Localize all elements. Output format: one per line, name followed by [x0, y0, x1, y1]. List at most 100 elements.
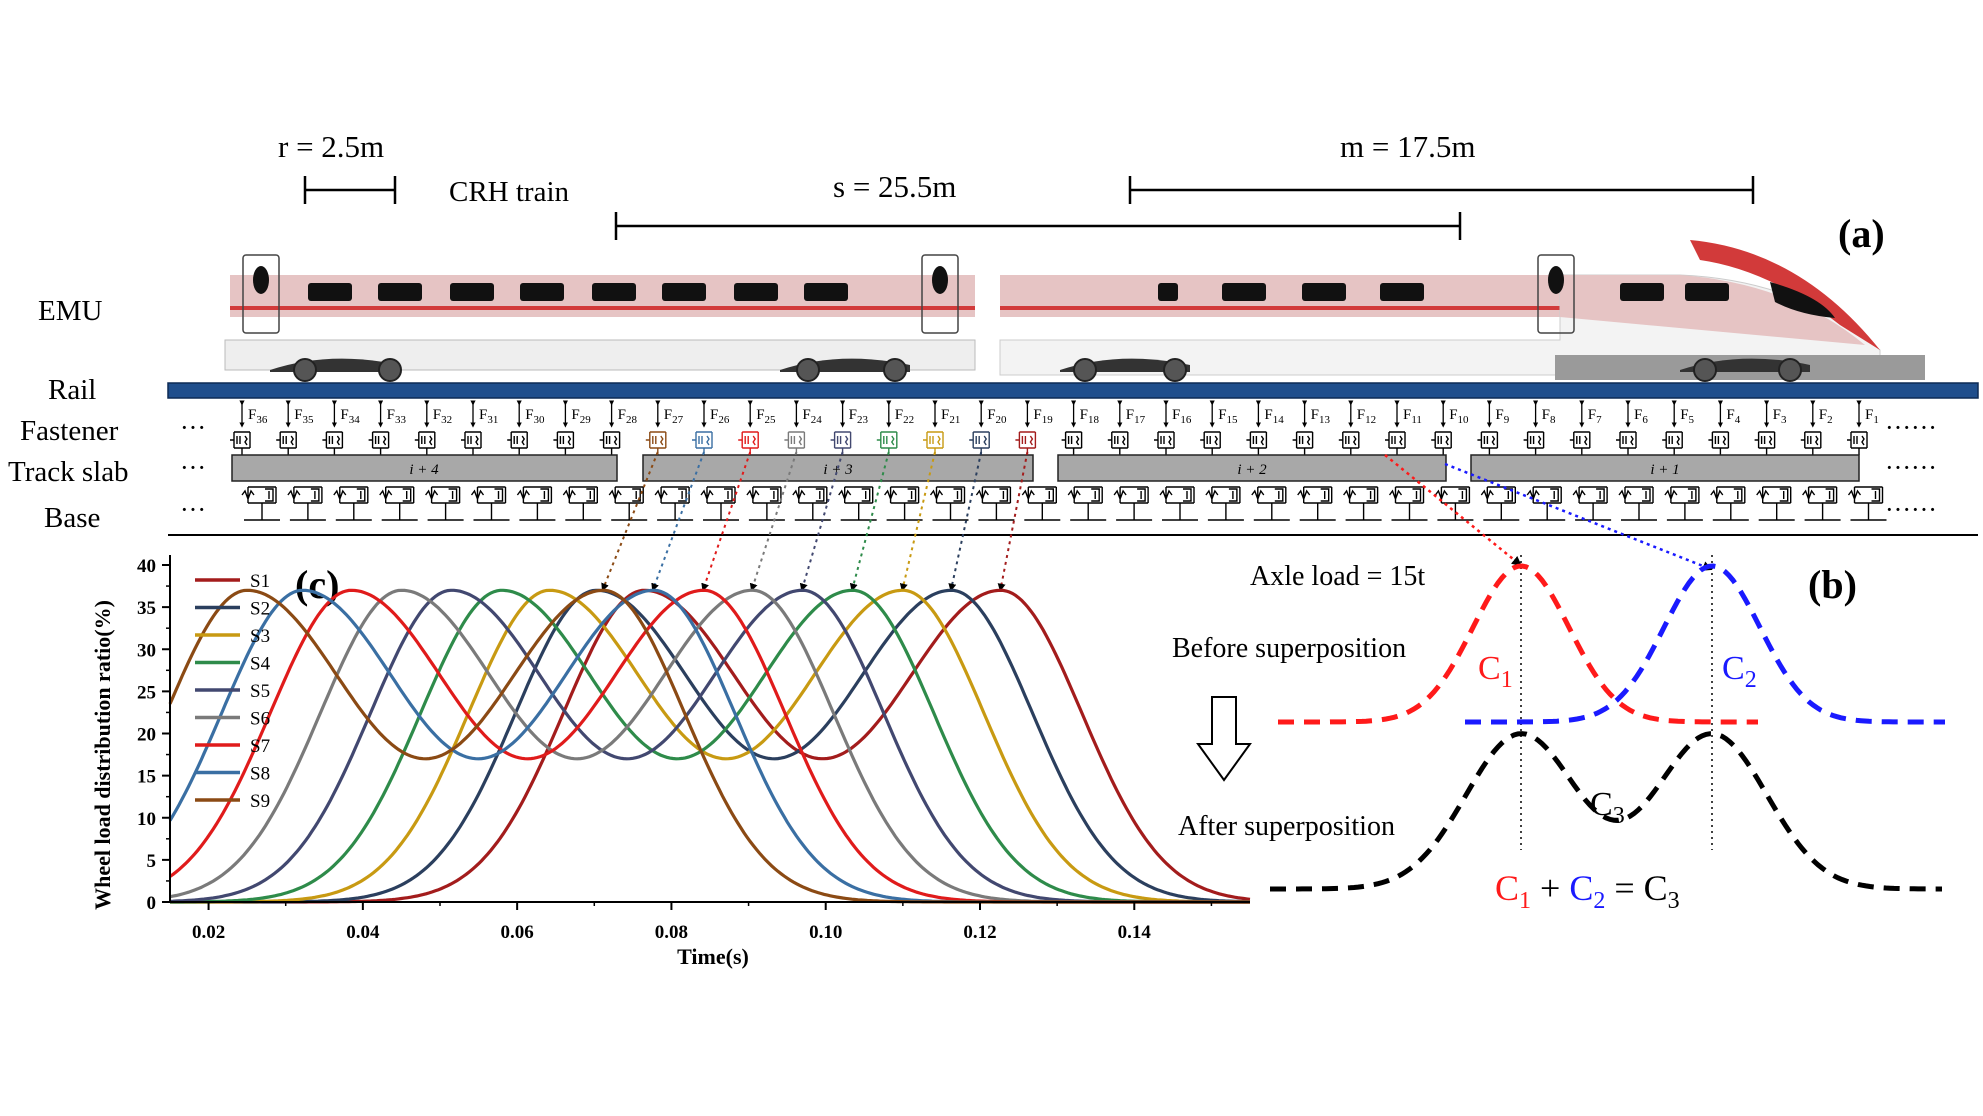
base-spring-icon — [1343, 486, 1382, 521]
chart-xlabel: Time(s) — [677, 944, 749, 969]
connector-arrow — [899, 451, 936, 592]
connector-layer — [601, 451, 1713, 592]
fastener-label: F4 — [1726, 407, 1740, 426]
fastener-label: F7 — [1588, 407, 1602, 426]
slab-label-i3: i + 3 — [823, 462, 852, 478]
base-spring-icon — [1434, 486, 1474, 521]
fastener-label: F23 — [849, 407, 869, 426]
y-tick-label: 20 — [137, 725, 156, 746]
down-arrow-icon — [1196, 696, 1252, 782]
fastener-spring-icon — [1477, 431, 1499, 455]
connector-arrow — [749, 451, 798, 592]
right-ellipsis-slab: ······ — [1885, 453, 1937, 482]
fastener-label: F5 — [1680, 407, 1694, 426]
fastener-spring-icon — [322, 431, 344, 455]
fastener-label: F31 — [479, 407, 498, 426]
legend-label: S7 — [250, 736, 270, 757]
legend-label: S3 — [250, 626, 270, 647]
base-spring-icon — [1480, 486, 1520, 521]
fastener-spring-icon — [1015, 431, 1037, 455]
superposition-equation: C1 + C2 = C3 — [1495, 868, 1680, 914]
base-spring-icon — [1664, 486, 1703, 521]
fastener-spring-icon — [368, 431, 390, 455]
fastener-label: F3 — [1773, 407, 1787, 426]
base-spring-icon — [608, 486, 648, 521]
dimension-s: s = 25.5m — [614, 169, 1462, 240]
row-label-emu: EMU — [38, 295, 103, 327]
fastener-spring-icon — [1708, 431, 1730, 455]
connector-arrow — [601, 451, 659, 592]
legend-label: S1 — [250, 571, 270, 592]
series-line-s2 — [170, 588, 1251, 904]
fastener-spring-icon — [599, 431, 621, 455]
fastener-spring-icon — [461, 431, 482, 455]
fastener-spring-icon — [1292, 431, 1314, 455]
fastener-spring-icon — [1338, 431, 1360, 455]
fastener-label: F30 — [525, 407, 545, 426]
legend-label: S8 — [250, 764, 270, 785]
x-tick-label: 0.14 — [1118, 922, 1152, 943]
row-label-rail: Rail — [48, 374, 96, 406]
connector-arrow — [799, 451, 844, 592]
base-spring-icon — [1618, 486, 1657, 521]
base-spring-icon — [1297, 486, 1336, 521]
fastener-label: F9 — [1495, 407, 1509, 426]
y-tick-label: 30 — [137, 640, 156, 661]
fastener-label: F28 — [618, 407, 638, 426]
slab-label-i4: i + 4 — [409, 462, 439, 478]
dimension-m: m = 17.5m — [1128, 129, 1755, 204]
fastener-label: F20 — [987, 407, 1007, 426]
base-spring-icon — [1802, 486, 1841, 521]
fastener-spring-icon — [1061, 431, 1083, 455]
fastener-label: F2 — [1819, 407, 1833, 426]
base-spring-icon — [1572, 486, 1612, 521]
fastener-label: F32 — [433, 407, 452, 426]
base-spring-icon — [333, 486, 372, 521]
base-spring-icon — [1021, 486, 1061, 521]
x-tick-label: 0.02 — [192, 922, 225, 943]
y-tick-label: 0 — [147, 893, 157, 914]
fastener-label: F21 — [941, 407, 960, 426]
x-tick-label: 0.08 — [655, 922, 688, 943]
axle-load-label: Axle load = 15t — [1250, 561, 1425, 592]
fastener-label: F10 — [1449, 407, 1469, 426]
base-spring-icon — [562, 486, 602, 521]
base-spring-icon — [746, 486, 785, 521]
fastener-label: F6 — [1634, 407, 1648, 426]
fastener-label: F12 — [1357, 407, 1376, 426]
right-ellipsis-base: ······ — [1885, 495, 1937, 524]
legend-label: S6 — [250, 709, 270, 730]
fastener-spring-icon — [1246, 431, 1268, 455]
fastener-spring-icon — [692, 431, 713, 455]
fastener-spring-icon — [1569, 431, 1591, 455]
left-ellipsis-fastener: ··· — [180, 413, 206, 442]
fastener-label: F25 — [756, 407, 776, 426]
legend-label: S5 — [250, 681, 270, 702]
fastener-spring-icon — [645, 431, 667, 455]
fastener-spring-icon — [1662, 431, 1683, 455]
base-spring-icon — [425, 486, 464, 521]
fastener-spring-icon — [969, 431, 990, 455]
row-label-fastener: Fastener — [20, 415, 119, 447]
x-tick-label: 0.12 — [963, 922, 996, 943]
fastener-spring-icon — [1385, 431, 1406, 455]
base-spring-icon — [792, 486, 831, 521]
c3-label: C3 — [1590, 786, 1625, 829]
before-superposition-label: Before superposition — [1172, 633, 1406, 664]
series-line-s3 — [170, 588, 1250, 904]
curve-c2 — [1465, 563, 1945, 725]
fastener-label: F24 — [802, 407, 822, 426]
connector-to-c2 — [1444, 462, 1713, 571]
fastener-label: F27 — [664, 407, 684, 426]
panel-label-b: (b) — [1808, 562, 1857, 607]
c2-label: C2 — [1722, 650, 1757, 693]
fastener-label: F33 — [387, 407, 407, 426]
x-tick-label: 0.04 — [346, 922, 380, 943]
fastener-spring-icon — [276, 431, 297, 455]
base-spring-icon — [379, 486, 418, 521]
fastener-spring-icon — [1431, 431, 1452, 455]
connector-arrow — [997, 451, 1029, 592]
fastener-spring-icon — [230, 431, 251, 455]
rail — [167, 382, 1979, 399]
